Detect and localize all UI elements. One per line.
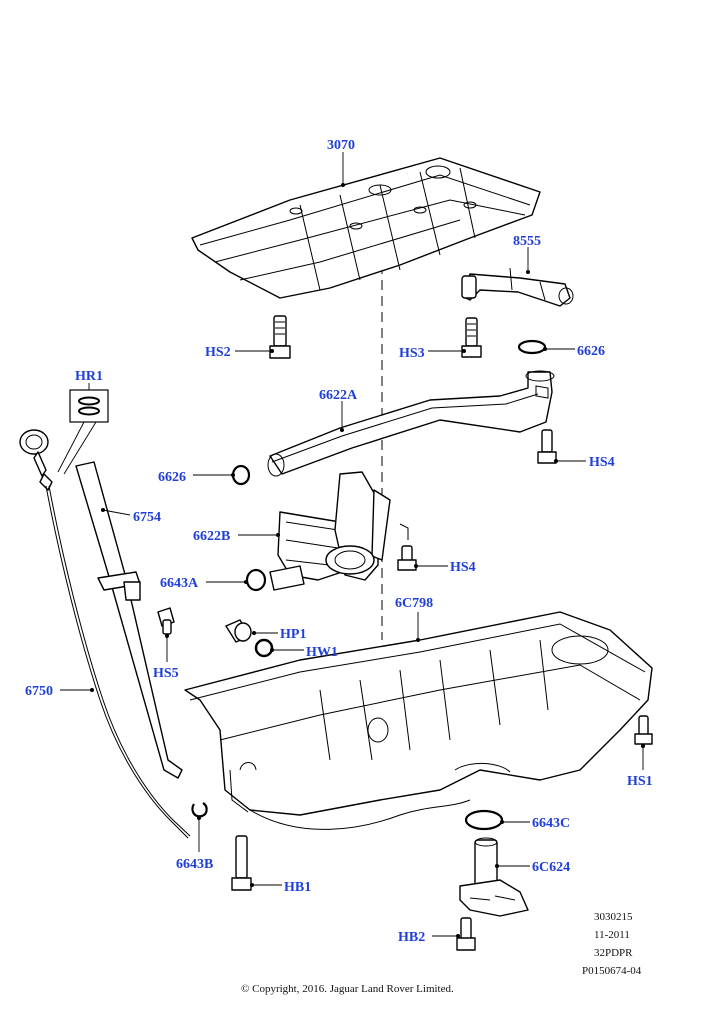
label-6c798[interactable]: 6C798 (395, 596, 433, 611)
pickup-tube-6622a[interactable] (267, 370, 555, 477)
ref-line-4: P0150674-04 (582, 965, 642, 977)
bolt-hs5[interactable] (157, 607, 175, 635)
label-hb1[interactable]: HB1 (284, 880, 311, 895)
label-6c624[interactable]: 6C624 (532, 860, 570, 875)
baffle-plate-3070[interactable] (191, 157, 541, 299)
label-6626-upper[interactable]: 6626 (577, 344, 605, 359)
label-6626-lower[interactable]: 6626 (158, 470, 186, 485)
oil-pan-6c798[interactable] (184, 611, 653, 830)
label-hb2[interactable]: HB2 (398, 930, 425, 945)
bolt-hs2[interactable] (269, 315, 291, 359)
label-6750[interactable]: 6750 (25, 684, 53, 699)
label-hs5[interactable]: HS5 (153, 666, 179, 681)
label-hs1[interactable]: HS1 (627, 774, 653, 789)
dipstick-tube-6754[interactable] (75, 461, 183, 779)
label-6643b[interactable]: 6643B (176, 857, 213, 872)
label-hr1[interactable]: HR1 (75, 369, 103, 384)
ref-line-2: 11-2011 (594, 929, 630, 941)
o-ring-6643c[interactable] (464, 809, 504, 831)
bolt-hb1[interactable] (231, 835, 252, 891)
washer-hw1[interactable] (254, 638, 274, 658)
label-6754[interactable]: 6754 (133, 510, 161, 525)
label-hp1[interactable]: HP1 (280, 627, 306, 642)
o-ring-kit-hr1[interactable] (69, 389, 109, 423)
label-6643a[interactable]: 6643A (160, 576, 199, 591)
dipstick-6750[interactable] (19, 429, 191, 839)
label-6643c[interactable]: 6643C (532, 816, 570, 831)
bolt-hs4-lower[interactable] (397, 545, 417, 571)
copyright-text: © Copyright, 2016. Jaguar Land Rover Lim… (241, 983, 454, 995)
label-3070[interactable]: 3070 (327, 138, 355, 153)
bracket-tube-8555[interactable] (461, 267, 574, 307)
o-ring-6626-upper[interactable] (517, 339, 547, 355)
leader-lines (57, 152, 645, 938)
label-hs4-lower[interactable]: HS4 (450, 560, 476, 575)
label-6622a[interactable]: 6622A (319, 388, 358, 403)
label-hs3[interactable]: HS3 (399, 346, 425, 361)
label-hw1[interactable]: HW1 (306, 645, 338, 660)
label-hs4-upper[interactable]: HS4 (589, 455, 615, 470)
o-ring-6643a[interactable] (245, 568, 267, 592)
label-hs2[interactable]: HS2 (205, 345, 231, 360)
drain-plug-hp1[interactable] (225, 619, 252, 643)
bolt-hb2[interactable] (456, 917, 476, 951)
bolt-hs3[interactable] (461, 317, 482, 358)
label-6622b[interactable]: 6622B (193, 529, 230, 544)
ref-line-1: 3030215 (594, 911, 633, 923)
bolt-hs1[interactable] (634, 715, 653, 745)
ref-line-3: 32PDPR (594, 947, 633, 959)
oil-level-sensor-6c624[interactable] (459, 837, 529, 917)
o-ring-6626-lower[interactable] (231, 464, 251, 486)
bolt-hs4-upper[interactable] (537, 429, 557, 464)
pickup-housing-6622b[interactable] (269, 471, 409, 591)
o-ring-6643b[interactable] (191, 802, 208, 818)
label-8555[interactable]: 8555 (513, 234, 541, 249)
